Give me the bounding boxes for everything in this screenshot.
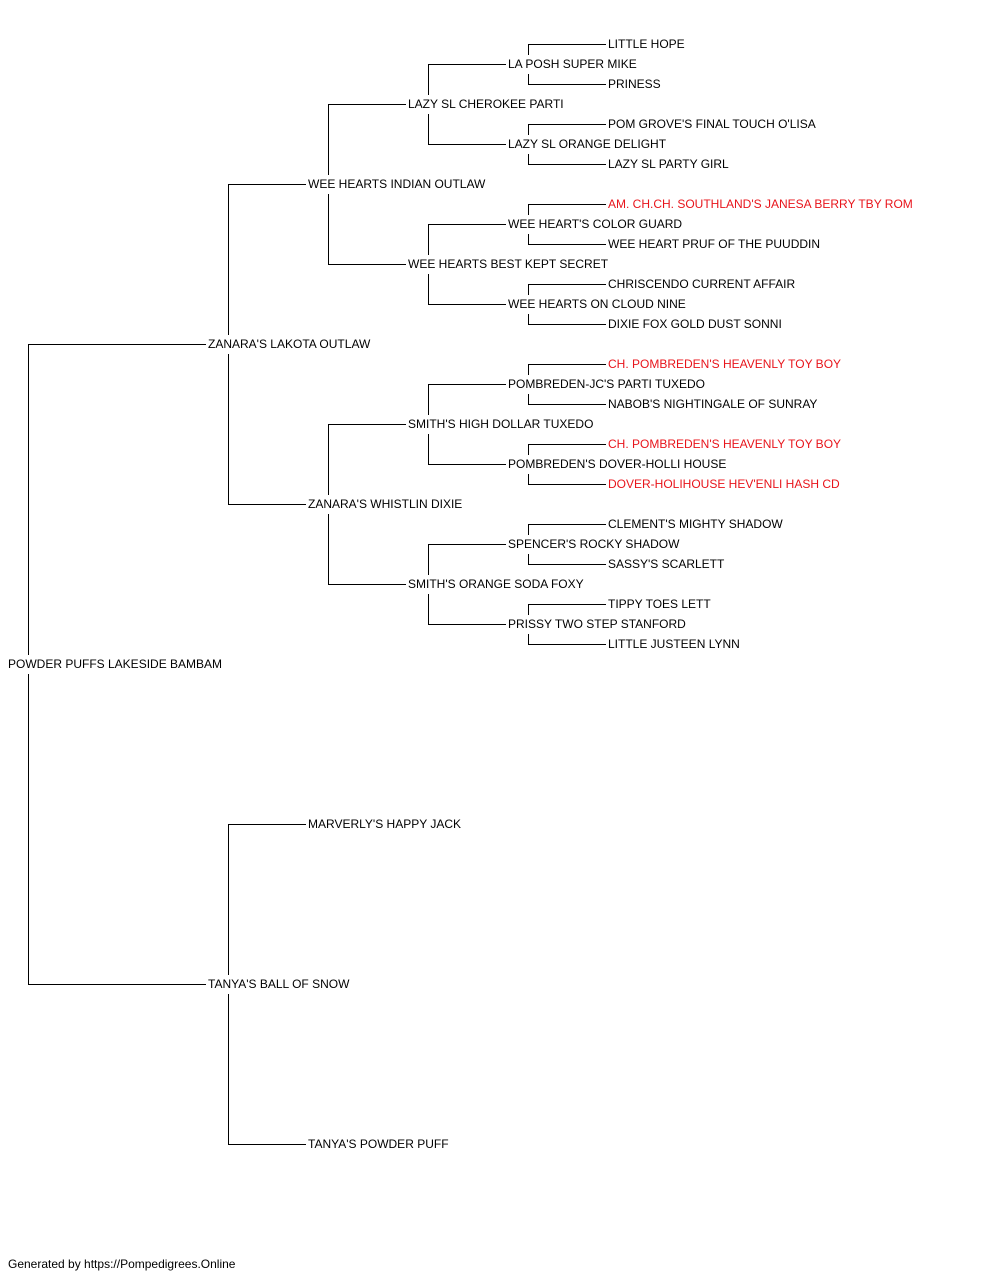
ancestor-name: CLEMENT'S MIGHTY SHADOW xyxy=(608,517,785,531)
ancestor-name: SASSY'S SCARLETT xyxy=(608,557,727,571)
ancestor-name: CH. POMBREDEN'S HEAVENLY TOY BOY xyxy=(608,357,844,371)
ancestor-name: WEE HEART PRUF OF THE PUUDDIN xyxy=(608,237,823,251)
ancestor-name: SMITH'S HIGH DOLLAR TUXEDO xyxy=(408,417,596,431)
ancestor-name: DOVER-HOLIHOUSE HEV'ENLI HASH CD xyxy=(608,477,842,491)
ancestor-name: DIXIE FOX GOLD DUST SONNI xyxy=(608,317,784,331)
ancestor-name: PRISSY TWO STEP STANFORD xyxy=(508,617,688,631)
ancestor-name: WEE HEARTS BEST KEPT SECRET xyxy=(408,257,611,271)
ancestor-name: WEE HEARTS INDIAN OUTLAW xyxy=(308,177,488,191)
ancestor-name: AM. CH.CH. SOUTHLAND'S JANESA BERRY TBY … xyxy=(608,197,915,211)
footer-credit: Generated by https://Pompedigrees.Online xyxy=(8,1257,236,1271)
ancestor-name: TANYA'S BALL OF SNOW xyxy=(208,977,352,991)
ancestor-name: LAZY SL ORANGE DELIGHT xyxy=(508,137,669,151)
ancestor-name: SMITH'S ORANGE SODA FOXY xyxy=(408,577,586,591)
ancestor-name: CH. POMBREDEN'S HEAVENLY TOY BOY xyxy=(608,437,844,451)
ancestor-name: LITTLE JUSTEEN LYNN xyxy=(608,637,742,651)
ancestor-name: PRINESS xyxy=(608,77,663,91)
ancestor-name: POM GROVE'S FINAL TOUCH O'LISA xyxy=(608,117,818,131)
ancestor-name: WEE HEARTS ON CLOUD NINE xyxy=(508,297,688,311)
ancestor-name: LAZY SL CHEROKEE PARTI xyxy=(408,97,566,111)
ancestor-name: TANYA'S POWDER PUFF xyxy=(308,1137,451,1151)
ancestor-name: CHRISCENDO CURRENT AFFAIR xyxy=(608,277,798,291)
ancestor-name: LAZY SL PARTY GIRL xyxy=(608,157,731,171)
ancestor-name: POMBREDEN-JC'S PARTI TUXEDO xyxy=(508,377,707,391)
ancestor-name: LA POSH SUPER MIKE xyxy=(508,57,639,71)
ancestor-name: ZANARA'S WHISTLIN DIXIE xyxy=(308,497,465,511)
ancestor-name: LITTLE HOPE xyxy=(608,37,687,51)
ancestor-name: TIPPY TOES LETT xyxy=(608,597,713,611)
ancestor-name: ZANARA'S LAKOTA OUTLAW xyxy=(208,337,373,351)
ancestor-name: MARVERLY'S HAPPY JACK xyxy=(308,817,464,831)
subject-name: POWDER PUFFS LAKESIDE BAMBAM xyxy=(8,657,225,671)
ancestor-name: WEE HEART'S COLOR GUARD xyxy=(508,217,685,231)
ancestor-name: POMBREDEN'S DOVER-HOLLI HOUSE xyxy=(508,457,729,471)
ancestor-name: SPENCER'S ROCKY SHADOW xyxy=(508,537,682,551)
ancestor-name: NABOB'S NIGHTINGALE OF SUNRAY xyxy=(608,397,820,411)
